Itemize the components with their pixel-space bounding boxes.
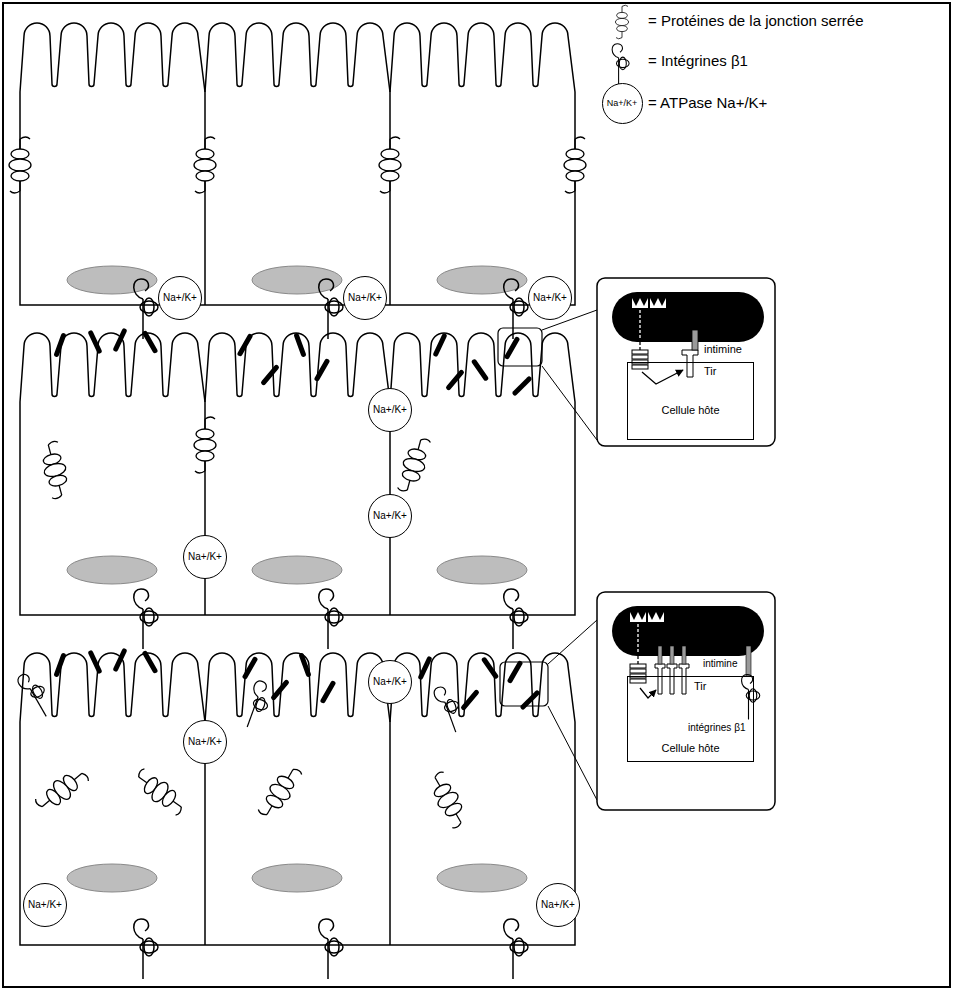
node-text: Na+/K+ <box>373 404 407 416</box>
legend-text: = ATPase Na+/K+ <box>648 94 767 111</box>
pump-circle: Na+/K+ <box>368 388 412 432</box>
part-label: intimine <box>703 658 737 669</box>
pump-circle: Na+/K+ <box>368 494 412 538</box>
pump-circle: Na+/K+ <box>183 720 227 764</box>
part-label: Tir <box>694 680 706 692</box>
node-text: Na+/K+ <box>163 292 197 304</box>
pump-circle: Na+/K+ <box>536 883 580 927</box>
node-text: Cellule hôte <box>661 742 719 755</box>
pump-circle: Na+/K+ <box>158 276 202 320</box>
pump-circle: Na+/K+ <box>528 276 572 320</box>
pump-circle: Na+/K+ <box>368 660 412 704</box>
node-text: Na+/K+ <box>373 676 407 688</box>
node-text: Na+/K+ <box>188 551 222 563</box>
host-cell-box: Cellule hôte <box>627 362 754 440</box>
legend-text: = Intégrines β1 <box>648 52 748 69</box>
legend-text: = Protéines de la jonction serrée <box>648 12 864 29</box>
part-label: Tir <box>704 365 716 377</box>
pump-circle: Na+/K+ <box>602 83 643 124</box>
node-text: Na+/K+ <box>373 510 407 522</box>
node-text: Na+/K+ <box>348 292 382 304</box>
node-text: Na+/K+ <box>28 899 62 911</box>
node-text: Na+/K+ <box>188 736 222 748</box>
pump-circle: Na+/K+ <box>23 883 67 927</box>
node-text: Na+/K+ <box>541 899 575 911</box>
part-label: intimine <box>704 343 742 355</box>
part-label: intégrines β1 <box>688 722 745 733</box>
pump-circle: Na+/K+ <box>183 535 227 579</box>
node-text: Na+/K+ <box>607 98 638 108</box>
node-text: Cellule hôte <box>661 404 719 417</box>
host-cell-box: Cellule hôte <box>627 676 754 762</box>
node-text: Na+/K+ <box>533 292 567 304</box>
pump-circle: Na+/K+ <box>343 276 387 320</box>
